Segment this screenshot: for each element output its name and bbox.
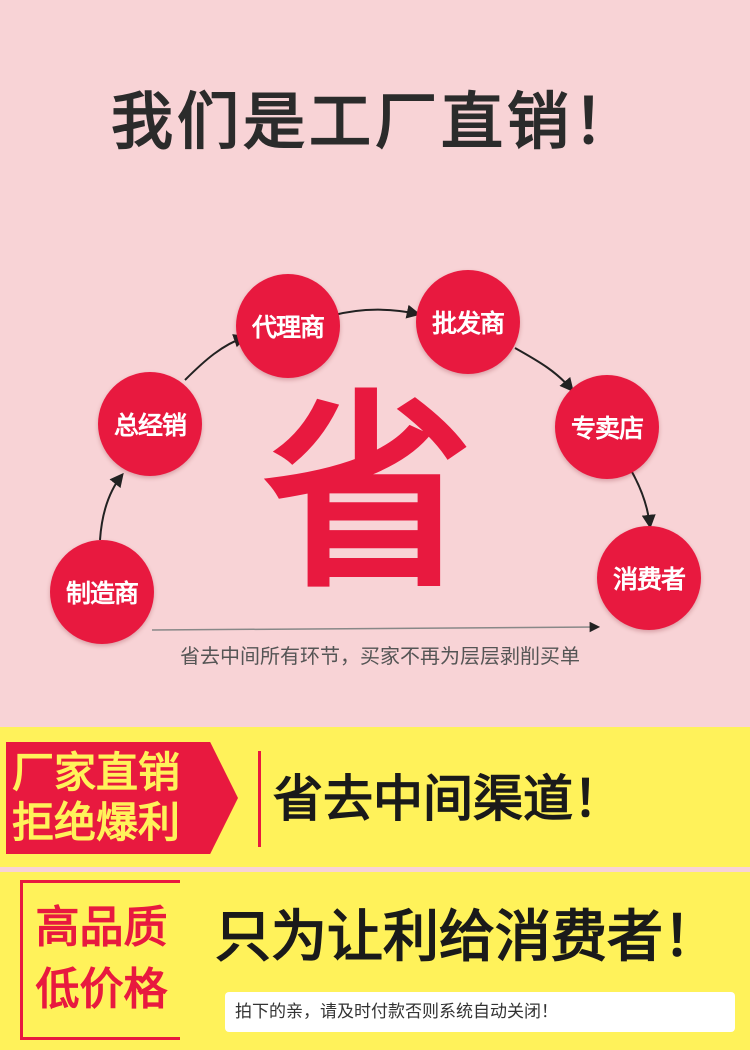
- page-headline: 我们是工厂直销！: [110, 85, 639, 158]
- arrow-wholesaler-to-store: [514, 347, 574, 393]
- tag2-line-2: 低价格: [35, 964, 168, 1015]
- node-consumer: 消费者: [597, 526, 701, 630]
- banner-direct-sales: 厂家直销 拒绝爆利 省去中间渠道！: [0, 727, 750, 867]
- node-specialty-store: 专卖店: [555, 375, 659, 479]
- arrow-manufacturer-to-distributor: [99, 472, 124, 541]
- payment-reminder: 拍下的亲，请及时付款否则系统自动关闭！: [225, 992, 735, 1032]
- tag2-line-1: 高品质: [35, 902, 168, 953]
- direct-sales-tag: 厂家直销 拒绝爆利: [6, 742, 238, 854]
- tag-line-1: 厂家直销: [12, 748, 181, 797]
- flow-note: 省去中间所有环节，买家不再为层层剥削买单: [180, 644, 580, 668]
- node-general-distributor: 总经销: [98, 372, 202, 476]
- supply-chain-diagram: 制造商 总经销 代理商 批发商 专卖店 消费者 省 省去中间所有环节，买家不再为…: [0, 250, 750, 690]
- center-save-character: 省: [262, 372, 473, 617]
- tag-line-2: 拒绝爆利: [12, 798, 181, 847]
- arrow-store-to-consumer: [631, 471, 656, 529]
- arrow-agent-to-wholesaler: [329, 304, 421, 319]
- node-agent: 代理商: [236, 274, 340, 378]
- banner-slogan-1: 省去中间渠道！: [258, 751, 738, 847]
- arrow-distributor-to-agent: [184, 334, 248, 381]
- flow-arrows: [99, 304, 656, 633]
- node-manufacturer: 制造商: [50, 540, 154, 644]
- arrow-bottom-line: [151, 621, 601, 633]
- node-wholesaler: 批发商: [416, 270, 520, 374]
- quality-price-tag: 高品质 低价格: [20, 880, 180, 1040]
- banner-quality-price: 高品质 低价格 只为让利给消费者！ 拍下的亲，请及时付款否则系统自动关闭！: [0, 872, 750, 1050]
- banner-slogan-2: 只为让利给消费者！: [215, 905, 719, 970]
